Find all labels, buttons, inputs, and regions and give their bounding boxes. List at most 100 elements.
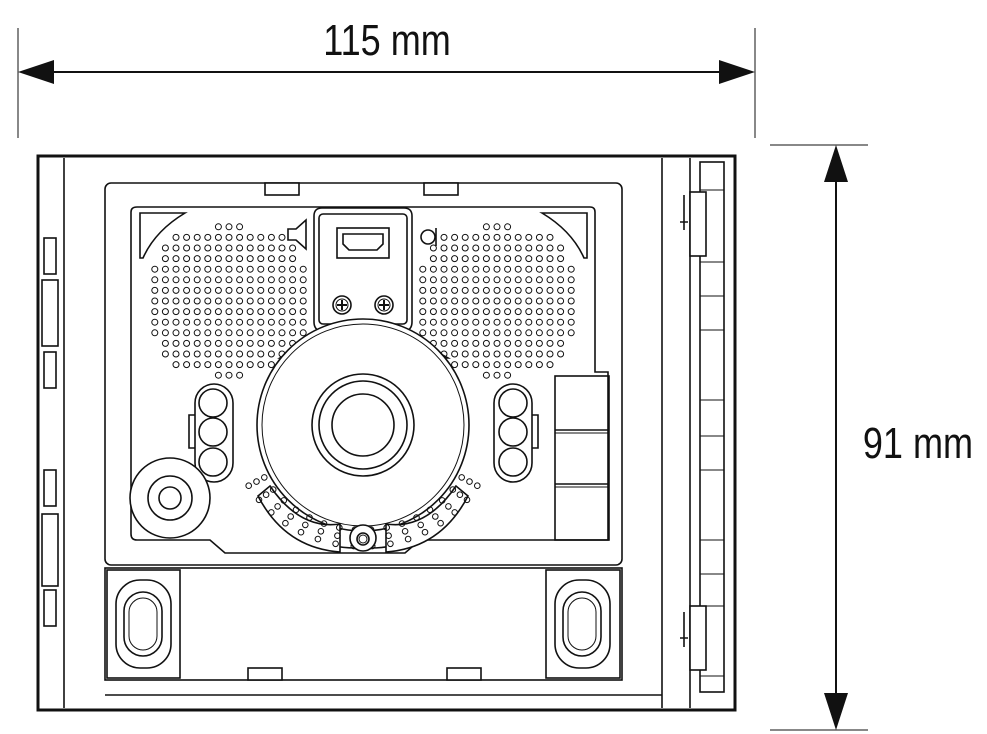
grille-hole bbox=[472, 350, 480, 358]
grille-hole bbox=[204, 329, 212, 337]
grille-hole bbox=[214, 233, 222, 241]
grille-hole bbox=[451, 308, 459, 316]
grille-hole bbox=[493, 350, 501, 358]
microphone-hole bbox=[287, 513, 295, 520]
grille-hole bbox=[557, 329, 565, 337]
grille-hole bbox=[419, 276, 427, 284]
grille-hole bbox=[267, 286, 275, 294]
grille-hole bbox=[161, 276, 169, 284]
grille-hole bbox=[193, 233, 201, 241]
grille-hole bbox=[493, 339, 501, 347]
grille-hole bbox=[161, 350, 169, 358]
grille-hole bbox=[493, 233, 501, 241]
grille-hole bbox=[225, 297, 233, 305]
grille-hole bbox=[461, 308, 469, 316]
grille-hole bbox=[257, 329, 265, 337]
grille-hole bbox=[214, 361, 222, 369]
grille-hole bbox=[267, 308, 275, 316]
grille-hole bbox=[546, 233, 554, 241]
grille-hole bbox=[419, 308, 427, 316]
grille-hole bbox=[204, 233, 212, 241]
grille-hole bbox=[214, 265, 222, 273]
microphone-hole bbox=[385, 532, 392, 540]
grille-hole bbox=[193, 265, 201, 273]
grille-hole bbox=[557, 244, 565, 252]
grille-hole bbox=[225, 233, 233, 241]
grille-hole bbox=[567, 276, 575, 284]
grille-hole bbox=[440, 318, 448, 326]
grille-hole bbox=[482, 276, 490, 284]
microphone-hole bbox=[320, 520, 328, 527]
grille-hole bbox=[299, 297, 307, 305]
grille-hole bbox=[289, 265, 297, 273]
grille-hole bbox=[225, 276, 233, 284]
speaker-grille-left bbox=[151, 223, 307, 379]
grille-hole bbox=[299, 318, 307, 326]
grille-hole bbox=[299, 265, 307, 273]
grille-hole bbox=[419, 297, 427, 305]
grille-hole bbox=[257, 297, 265, 305]
grille-hole bbox=[246, 244, 254, 252]
grille-hole bbox=[161, 329, 169, 337]
grille-hole bbox=[525, 233, 533, 241]
grille-hole bbox=[204, 318, 212, 326]
grille-hole bbox=[546, 329, 554, 337]
grille-hole bbox=[257, 255, 265, 263]
grille-hole bbox=[236, 265, 244, 273]
grille-hole bbox=[172, 276, 180, 284]
grille-hole bbox=[557, 350, 565, 358]
grille-hole bbox=[236, 244, 244, 252]
microphone-hole bbox=[451, 509, 459, 516]
grille-hole bbox=[267, 297, 275, 305]
grille-hole bbox=[514, 286, 522, 294]
grille-hole bbox=[278, 286, 286, 294]
grille-hole bbox=[514, 318, 522, 326]
grille-hole bbox=[535, 286, 543, 294]
grille-hole bbox=[472, 361, 480, 369]
grille-hole bbox=[267, 233, 275, 241]
grille-hole bbox=[172, 255, 180, 263]
grille-hole bbox=[246, 361, 254, 369]
grille-hole bbox=[172, 233, 180, 241]
grille-hole bbox=[472, 308, 480, 316]
grille-hole bbox=[472, 329, 480, 337]
grille-hole bbox=[567, 286, 575, 294]
grille-hole bbox=[193, 276, 201, 284]
microphone-hole bbox=[458, 474, 466, 481]
microphone-hole bbox=[268, 509, 275, 516]
usb-port[interactable] bbox=[336, 227, 390, 259]
grille-hole bbox=[278, 244, 286, 252]
grille-hole bbox=[172, 350, 180, 358]
grille-hole bbox=[482, 244, 490, 252]
grille-hole bbox=[461, 265, 469, 273]
grille-hole bbox=[214, 297, 222, 305]
grille-hole bbox=[151, 276, 159, 284]
grille-hole bbox=[267, 265, 275, 273]
grille-hole bbox=[193, 350, 201, 358]
grille-hole bbox=[278, 318, 286, 326]
grille-hole bbox=[482, 339, 490, 347]
grille-hole bbox=[546, 276, 554, 284]
grille-hole bbox=[504, 308, 512, 316]
grille-hole bbox=[299, 276, 307, 284]
width-dimension: 115 mm bbox=[17, 16, 756, 138]
grille-hole bbox=[225, 255, 233, 263]
grille-hole bbox=[546, 350, 554, 358]
grille-hole bbox=[493, 329, 501, 337]
grille-hole bbox=[482, 223, 490, 231]
grille-hole bbox=[204, 361, 212, 369]
grille-hole bbox=[172, 297, 180, 305]
grille-hole bbox=[440, 233, 448, 241]
microphone-hole bbox=[282, 519, 289, 527]
microphone-hole bbox=[417, 521, 425, 529]
grille-hole bbox=[546, 265, 554, 273]
arrow-right-icon bbox=[719, 60, 755, 84]
grille-hole bbox=[246, 297, 254, 305]
grille-hole bbox=[504, 223, 512, 231]
grille-hole bbox=[267, 255, 275, 263]
grille-hole bbox=[172, 286, 180, 294]
grille-hole bbox=[204, 350, 212, 358]
grille-hole bbox=[172, 308, 180, 316]
grille-hole bbox=[535, 233, 543, 241]
microphone-hole bbox=[474, 482, 481, 490]
